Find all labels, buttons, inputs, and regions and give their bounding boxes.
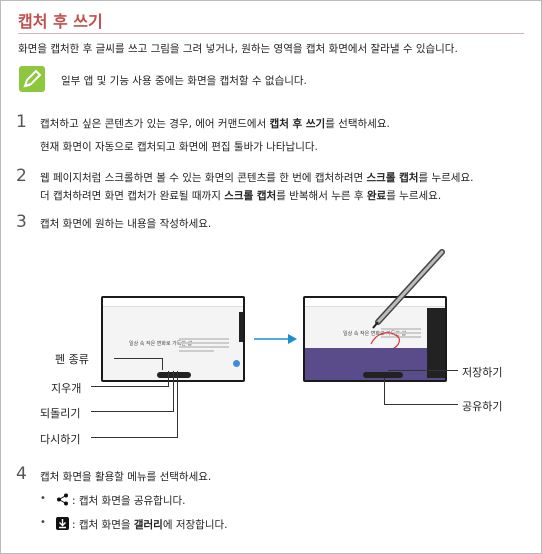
- share-icon: [56, 493, 69, 506]
- note-pen-icon: [19, 66, 45, 92]
- title-divider: [18, 33, 524, 34]
- step-2-desc: 더 캡처하려면 화면 캡처가 완료될 때까지 스크롤 캡처를 반복해서 누른 후…: [40, 190, 442, 202]
- step-number: 3: [16, 212, 27, 232]
- step-1-desc: 현재 화면이 자동으로 캡처되고 화면에 편집 툴바가 나타납니다.: [40, 141, 318, 153]
- bullet-share: : 캡처 화면을 공유합니다.: [56, 493, 186, 508]
- tablet-screenshot-before: 일상 속 작은 변화로 가득한 삶: [101, 296, 245, 382]
- note-text: 일부 앱 및 기능 사용 중에는 화면을 캡처할 수 없습니다.: [61, 75, 307, 87]
- step-2-text: 웹 페이지처럼 스크롤하면 볼 수 있는 화면의 콘텐츠를 한 번에 캡처하려면…: [40, 172, 474, 184]
- arrow-right-icon: [254, 334, 297, 344]
- step-number: 4: [16, 464, 27, 484]
- callout-save: 저장하기: [462, 366, 503, 379]
- edit-toolbar[interactable]: [157, 372, 191, 378]
- callout-eraser: 지우개: [51, 382, 82, 395]
- step-1-text: 캡처하고 싶은 콘텐츠가 있는 경우, 에어 커맨드에서 캡처 후 쓰기를 선택…: [40, 118, 390, 130]
- step-number: 1: [16, 112, 27, 132]
- section-title: 캡처 후 쓰기: [18, 12, 103, 31]
- callout-redo: 다시하기: [40, 433, 81, 446]
- step-number: 2: [16, 166, 27, 186]
- step-4-text: 캡처 화면을 활용할 메뉴를 선택하세요.: [40, 471, 212, 483]
- callout-pen-type: 펜 종류: [55, 353, 89, 366]
- callout-share: 공유하기: [462, 400, 503, 413]
- screen-heading: 일상 속 작은 변화로 가득한 삶: [343, 331, 407, 337]
- screen-heading: 일상 속 작은 변화로 가득한 삶: [129, 341, 193, 347]
- download-icon: [56, 517, 69, 530]
- callout-undo: 되돌리기: [40, 407, 81, 420]
- intro-text: 화면을 캡처한 후 글씨를 쓰고 그림을 그려 넣거나, 원하는 영역을 캡처 …: [18, 43, 458, 55]
- s-pen-icon: [372, 249, 445, 329]
- tablet-screenshot-after: 일상 속 작은 변화로 가득한 삶: [303, 296, 447, 382]
- bullet-save: : 캡처 화면을 갤러리에 저장합니다.: [56, 517, 227, 532]
- step-3-text: 캡처 화면에 원하는 내용을 작성하세요.: [40, 218, 212, 230]
